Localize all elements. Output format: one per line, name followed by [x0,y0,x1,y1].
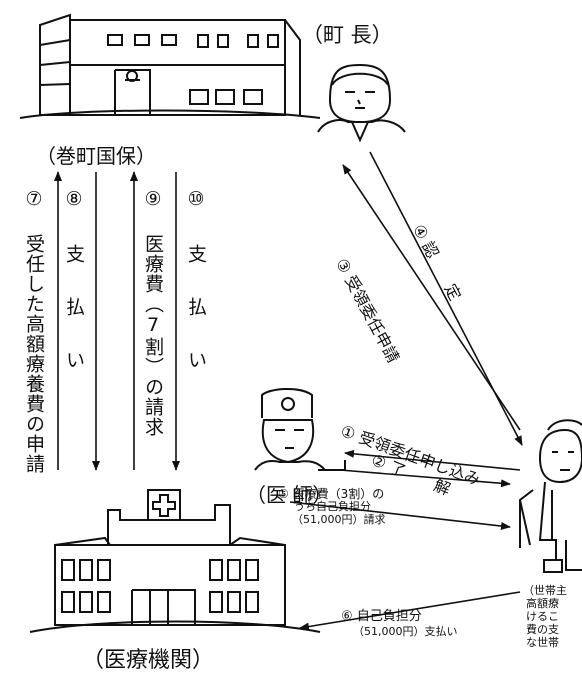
note-line-3: けるこ [526,610,559,623]
step-9-label: ⑨ 医療費（7割）の請求 [142,188,164,437]
doctor-label: （医 師） [246,483,333,507]
step-6-line1: ⑥ 自己負担分 [341,609,422,624]
doctor-person-icon [254,388,346,471]
arrows-vertical [54,171,180,471]
patient-with-crutch-icon [519,419,582,573]
mayor-person-icon [317,63,406,143]
medical-institution-label: （医療機関） [82,648,215,673]
arrows-diagonal [289,151,523,631]
note-line-4: 費の支 [526,623,559,636]
step-7-label: ⑦ 受任した高額療養費の申請 [23,188,45,474]
step-5-line1: ⑤ 医療費（3割）の [278,487,385,501]
hospital-building-icon [29,489,321,633]
note-line-1: （世帯主 [523,584,567,597]
national-health-insurance-label: （巻町国保） [36,144,156,168]
step-8-label: ⑧ 支 払 い [63,188,85,375]
step-5-line2: うち自己負担分 [294,500,371,513]
note-line-5: な世帯 [526,636,559,649]
step-10-label: ⑩ 支 払 い [185,188,207,375]
step-5-line3: （51,000円）請求 [292,513,386,526]
town-hall-building-icon [19,13,321,119]
town-mayor-label: （町 長） [302,23,393,47]
step-6-line2: （51,000円）支払い [353,625,458,638]
note-line-2: 高額療 [526,597,559,610]
